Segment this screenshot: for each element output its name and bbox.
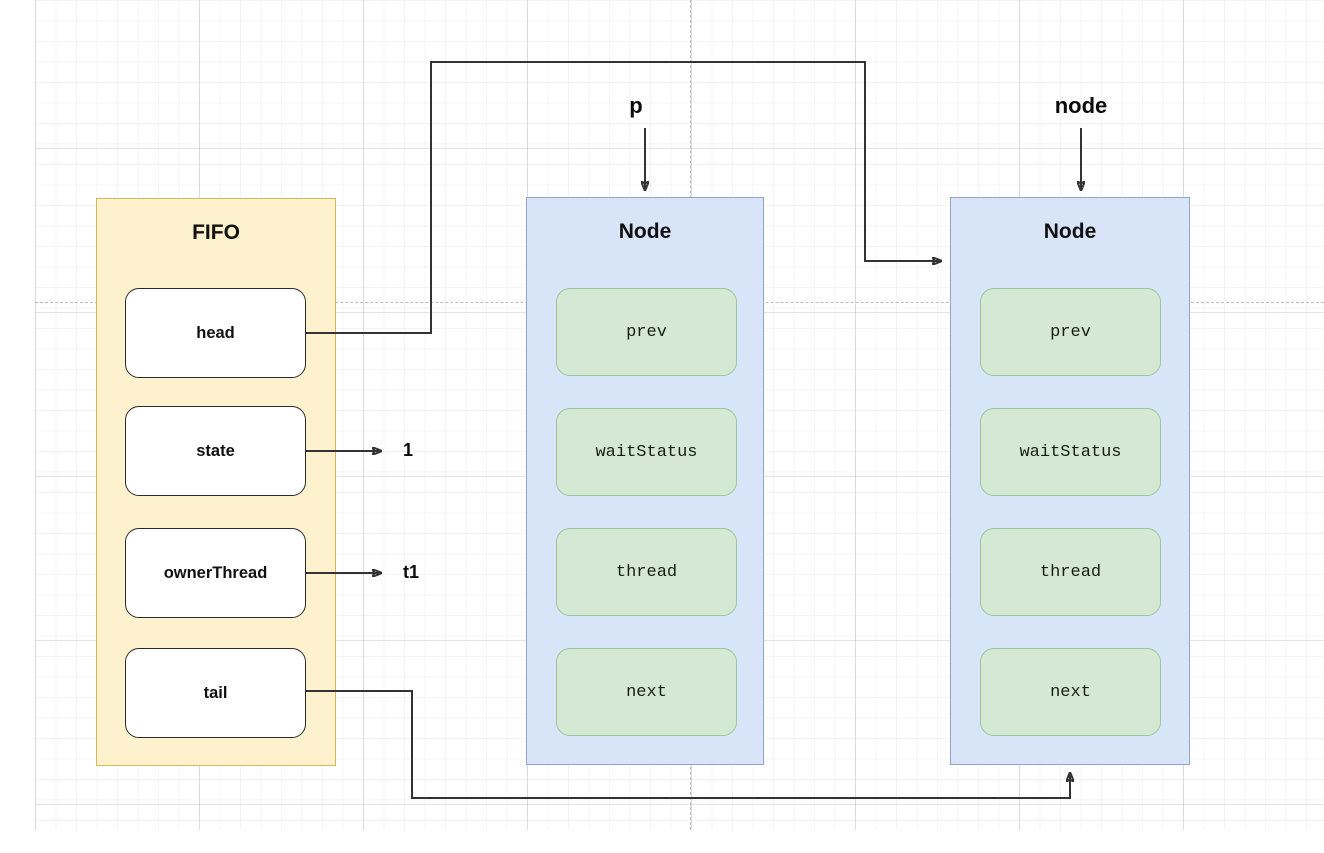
fifo-title: FIFO [192, 221, 240, 244]
node-p-field-prev[interactable]: prev [556, 288, 737, 376]
node-p-title: Node [618, 220, 672, 243]
node-node-field-prev[interactable]: prev [980, 288, 1161, 376]
pointer-label-p: p [629, 93, 643, 118]
node-node-field-next[interactable]: next [980, 648, 1161, 736]
pointer-label-node: node [1054, 93, 1108, 118]
fifo-field-state[interactable]: state [125, 406, 306, 496]
fifo-field-ownerthread[interactable]: ownerThread [125, 528, 306, 618]
value-owner-thread: t1 [403, 562, 420, 582]
fifo-field-head[interactable]: head [125, 288, 306, 378]
node-p-field-waitstatus[interactable]: waitStatus [556, 408, 737, 496]
node-p-field-thread[interactable]: thread [556, 528, 737, 616]
node-p-field-next[interactable]: next [556, 648, 737, 736]
node-node-field-waitstatus[interactable]: waitStatus [980, 408, 1161, 496]
value-state: 1 [403, 440, 414, 460]
fifo-field-tail[interactable]: tail [125, 648, 306, 738]
node-node-title: Node [1043, 220, 1097, 243]
node-node-field-thread[interactable]: thread [980, 528, 1161, 616]
